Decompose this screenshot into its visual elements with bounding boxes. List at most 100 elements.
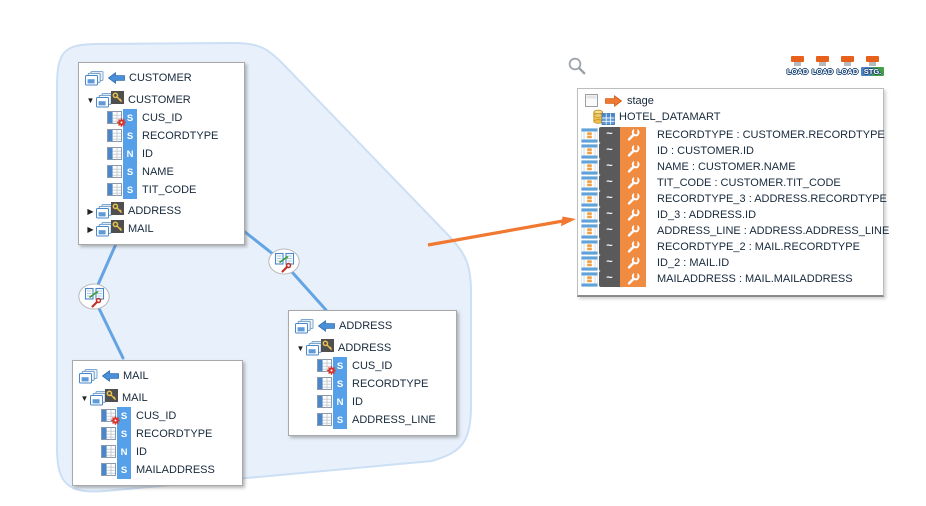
- field-row[interactable]: S TIT_CODE: [85, 181, 238, 199]
- tilde-implementation-icon[interactable]: [599, 255, 620, 271]
- join-icon[interactable]: [78, 283, 110, 311]
- column-icon: [317, 413, 332, 426]
- collapse-triangle-icon[interactable]: [85, 96, 96, 105]
- load-km-badge[interactable]: LOAD: [811, 56, 834, 76]
- mapping-expression: ADDRESS_LINE : ADDRESS.ADDRESS_LINE: [657, 225, 890, 237]
- mapping-row[interactable]: ID : CUSTOMER.ID: [578, 143, 883, 159]
- mapping-row[interactable]: RECORDTYPE_2 : MAIL.RECORDTYPE: [578, 239, 883, 255]
- wrench-icon[interactable]: [620, 159, 646, 175]
- mapping-row[interactable]: TIT_CODE : CUSTOMER.TIT_CODE: [578, 175, 883, 191]
- wrench-icon[interactable]: [620, 207, 646, 223]
- child-dataset-row[interactable]: MAIL: [85, 220, 238, 238]
- plug-stem-icon: [819, 62, 826, 66]
- target-datastore-panel[interactable]: stage HOTEL_DATAMART RECORDTYPE : CUSTOM…: [577, 88, 889, 297]
- field-row[interactable]: S CUS_ID: [295, 357, 450, 375]
- field-name: CUS_ID: [136, 410, 177, 422]
- type-badge: S: [123, 181, 137, 199]
- child-dataset-row[interactable]: ADDRESS: [85, 202, 238, 220]
- stg-km-badge[interactable]: STG.: [861, 56, 884, 76]
- mapping-row[interactable]: MAILADDRESS : MAIL.MAILADDRESS: [578, 271, 883, 287]
- tilde-implementation-icon[interactable]: [599, 207, 620, 223]
- load-km-badge[interactable]: LOAD: [836, 56, 859, 76]
- field-row[interactable]: S MAILADDRESS: [79, 461, 236, 479]
- zoom-magnifier-icon[interactable]: [568, 57, 586, 75]
- mapping-expression: RECORDTYPE : CUSTOMER.RECORDTYPE: [657, 129, 885, 141]
- primary-key-icon: [321, 339, 334, 352]
- source-table-customer[interactable]: CUSTOMER CUSTOMER S CUS_ID S RECORDTYPE: [78, 62, 245, 245]
- field-name: ID: [352, 396, 363, 408]
- key-gear-icon: [117, 118, 126, 127]
- wrench-icon[interactable]: [620, 239, 646, 255]
- source-table-address[interactable]: ADDRESS ADDRESS S CUS_ID S RECORDTYPE: [288, 310, 457, 436]
- source-arrow-icon: [318, 320, 335, 332]
- target-column-icon: [581, 272, 599, 287]
- field-row[interactable]: S RECORDTYPE: [85, 127, 238, 145]
- field-row[interactable]: N ID: [295, 393, 450, 411]
- tilde-implementation-icon[interactable]: [599, 175, 620, 191]
- field-row[interactable]: S CUS_ID: [85, 109, 238, 127]
- expand-triangle-icon[interactable]: [85, 225, 96, 234]
- mapping-row[interactable]: ID_2 : MAIL.ID: [578, 255, 883, 271]
- field-name: RECORDTYPE: [352, 378, 429, 390]
- wrench-icon[interactable]: [620, 191, 646, 207]
- table-header[interactable]: MAIL: [79, 366, 236, 386]
- tilde-implementation-icon[interactable]: [599, 271, 620, 287]
- wrench-icon[interactable]: [620, 255, 646, 271]
- collapse-triangle-icon[interactable]: [79, 394, 90, 403]
- target-column-icon: [581, 160, 599, 175]
- load-km-badge[interactable]: LOAD: [786, 56, 809, 76]
- field-row[interactable]: S RECORDTYPE: [295, 375, 450, 393]
- join-icon[interactable]: [268, 248, 300, 276]
- tilde-implementation-icon[interactable]: [599, 143, 620, 159]
- wrench-icon[interactable]: [620, 143, 646, 159]
- target-arrow-icon: [605, 95, 622, 107]
- dataset-row[interactable]: ADDRESS: [295, 339, 450, 357]
- wrench-icon[interactable]: [620, 271, 646, 287]
- column-icon: [317, 395, 332, 408]
- field-row[interactable]: S CUS_ID: [79, 407, 236, 425]
- wrench-icon[interactable]: [620, 175, 646, 191]
- target-column-icon: [581, 240, 599, 255]
- tilde-implementation-icon[interactable]: [599, 191, 620, 207]
- expand-triangle-icon[interactable]: [85, 207, 96, 216]
- field-name: MAILADDRESS: [136, 464, 215, 476]
- field-row[interactable]: S RECORDTYPE: [79, 425, 236, 443]
- field-row[interactable]: N ID: [85, 145, 238, 163]
- tilde-implementation-icon[interactable]: [599, 127, 620, 143]
- mapping-row[interactable]: RECORDTYPE_3 : ADDRESS.RECORDTYPE: [578, 191, 887, 207]
- stage-header[interactable]: stage: [585, 93, 883, 108]
- field-row[interactable]: S ADDRESS_LINE: [295, 411, 450, 429]
- tilde-implementation-icon[interactable]: [599, 223, 620, 239]
- field-name: CUS_ID: [352, 360, 393, 372]
- mapping-row[interactable]: ADDRESS_LINE : ADDRESS.ADDRESS_LINE: [578, 223, 889, 239]
- collapse-triangle-icon[interactable]: [295, 344, 306, 353]
- mapping-row[interactable]: ID_3 : ADDRESS.ID: [578, 207, 883, 223]
- datastore-stack-icon: [85, 71, 104, 86]
- column-icon: [107, 183, 122, 196]
- dataset-name: ADDRESS: [338, 342, 392, 354]
- primary-key-icon: [111, 91, 124, 104]
- source-table-mail[interactable]: MAIL MAIL S CUS_ID S RECORDTYPE N: [72, 360, 243, 486]
- tilde-implementation-icon[interactable]: [599, 159, 620, 175]
- mapping-row[interactable]: NAME : CUSTOMER.NAME: [578, 159, 883, 175]
- tilde-implementation-icon[interactable]: [599, 239, 620, 255]
- wrench-icon[interactable]: [620, 127, 646, 143]
- type-badge: S: [123, 127, 137, 145]
- checkbox-icon[interactable]: [585, 94, 598, 107]
- plug-icon: [841, 56, 854, 62]
- type-badge: S: [123, 109, 137, 127]
- target-column-icon: [581, 176, 599, 191]
- flow-arrow[interactable]: [427, 216, 576, 247]
- type-badge: S: [117, 407, 131, 425]
- column-icon: [107, 165, 122, 178]
- mapping-row[interactable]: RECORDTYPE : CUSTOMER.RECORDTYPE: [578, 127, 885, 143]
- dataset-row[interactable]: MAIL: [79, 389, 236, 407]
- datastore-header[interactable]: HOTEL_DATAMART: [593, 108, 883, 125]
- field-row[interactable]: S NAME: [85, 163, 238, 181]
- stage-label: stage: [627, 94, 654, 107]
- table-header[interactable]: ADDRESS: [295, 316, 450, 336]
- wrench-icon[interactable]: [620, 223, 646, 239]
- field-row[interactable]: N ID: [79, 443, 236, 461]
- dataset-row[interactable]: CUSTOMER: [85, 91, 238, 109]
- table-header[interactable]: CUSTOMER: [85, 68, 238, 88]
